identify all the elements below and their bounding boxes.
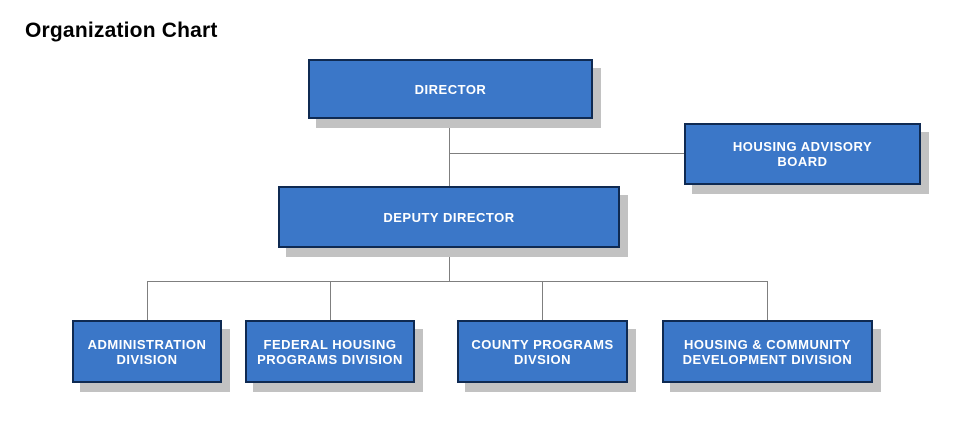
connector-director-housing-advisory-board — [450, 153, 684, 154]
org-node-housing-advisory-board: HOUSING ADVISORY BOARD — [684, 123, 921, 185]
org-node-housing-community-development-division-label: HOUSING & COMMUNITY DEVELOPMENT DIVISION — [682, 336, 853, 367]
org-node-director: DIRECTOR — [308, 59, 593, 119]
connector-deputy-distribution — [449, 248, 450, 281]
org-node-housing-advisory-board-label: HOUSING ADVISORY BOARD — [732, 139, 873, 169]
connector-director-deputy — [449, 119, 450, 186]
org-node-federal-housing-programs-division-label: FEDERAL HOUSING PROGRAMS DIVISION — [257, 336, 403, 367]
org-node-deputy-director: DEPUTY DIRECTOR — [278, 186, 620, 248]
page-title: Organization Chart — [25, 19, 218, 42]
connector-drop-housing-community — [767, 281, 768, 320]
connector-drop-county-programs — [542, 281, 543, 320]
org-node-deputy-director-label: DEPUTY DIRECTOR — [383, 209, 515, 225]
org-node-administration-division-label: ADMINISTRATION DIVISION — [87, 336, 207, 367]
org-node-county-programs-divsion-label: COUNTY PROGRAMS DIVSION — [471, 336, 614, 367]
org-node-federal-housing-programs-division: FEDERAL HOUSING PROGRAMS DIVISION — [245, 320, 415, 383]
org-node-housing-community-development-division: HOUSING & COMMUNITY DEVELOPMENT DIVISION — [662, 320, 873, 383]
connector-drop-federal-housing — [330, 281, 331, 320]
connector-drop-administration — [147, 281, 148, 320]
org-node-county-programs-divsion: COUNTY PROGRAMS DIVSION — [457, 320, 628, 383]
connector-distribution-line — [147, 281, 768, 282]
org-node-director-label: DIRECTOR — [414, 81, 487, 97]
org-node-administration-division: ADMINISTRATION DIVISION — [72, 320, 222, 383]
